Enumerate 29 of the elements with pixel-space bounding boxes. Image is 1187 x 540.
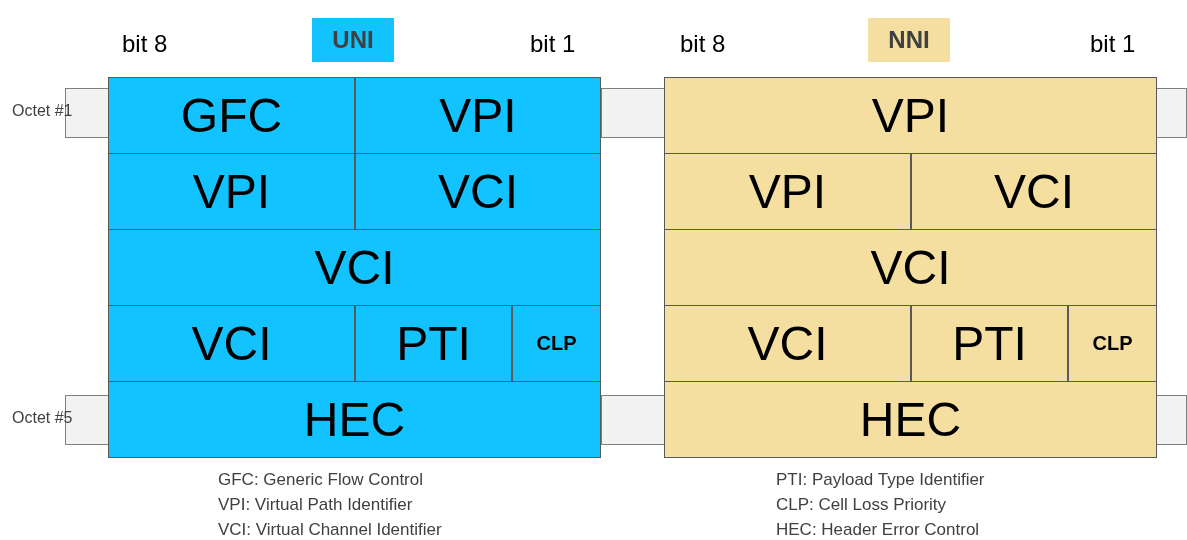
header-field: CLP (1068, 305, 1157, 382)
note: GFC: Generic Flow Control (218, 470, 423, 490)
note: VCI: Virtual Channel Identifier (218, 520, 442, 540)
header-field: VCI (108, 305, 355, 382)
note: PTI: Payload Type Identifier (776, 470, 985, 490)
bit-label: bit 8 (122, 30, 168, 58)
interface-tag: NNI (868, 18, 950, 62)
bit-label: bit 1 (1090, 30, 1136, 58)
header-field: HEC (664, 381, 1157, 458)
note: CLP: Cell Loss Priority (776, 495, 947, 515)
bit-label: bit 1 (530, 30, 576, 58)
header-field: GFC (108, 77, 355, 154)
header-field: VPI (664, 153, 911, 230)
header-field: VPI (355, 77, 601, 154)
note: VPI: Virtual Path Identifier (218, 495, 413, 515)
header-field: VCI (355, 153, 601, 230)
header-field: HEC (108, 381, 601, 458)
header-field: VCI (108, 229, 601, 306)
header-field: VCI (664, 229, 1157, 306)
header-field: PTI (911, 305, 1068, 382)
header-field: VPI (108, 153, 355, 230)
interface-tag: UNI (312, 18, 394, 62)
header-field: VPI (664, 77, 1157, 154)
note: HEC: Header Error Control (776, 520, 980, 540)
header-field: CLP (512, 305, 601, 382)
header-field: VCI (911, 153, 1157, 230)
header-field: PTI (355, 305, 512, 382)
header-field: VCI (664, 305, 911, 382)
bit-label: bit 8 (680, 30, 726, 58)
